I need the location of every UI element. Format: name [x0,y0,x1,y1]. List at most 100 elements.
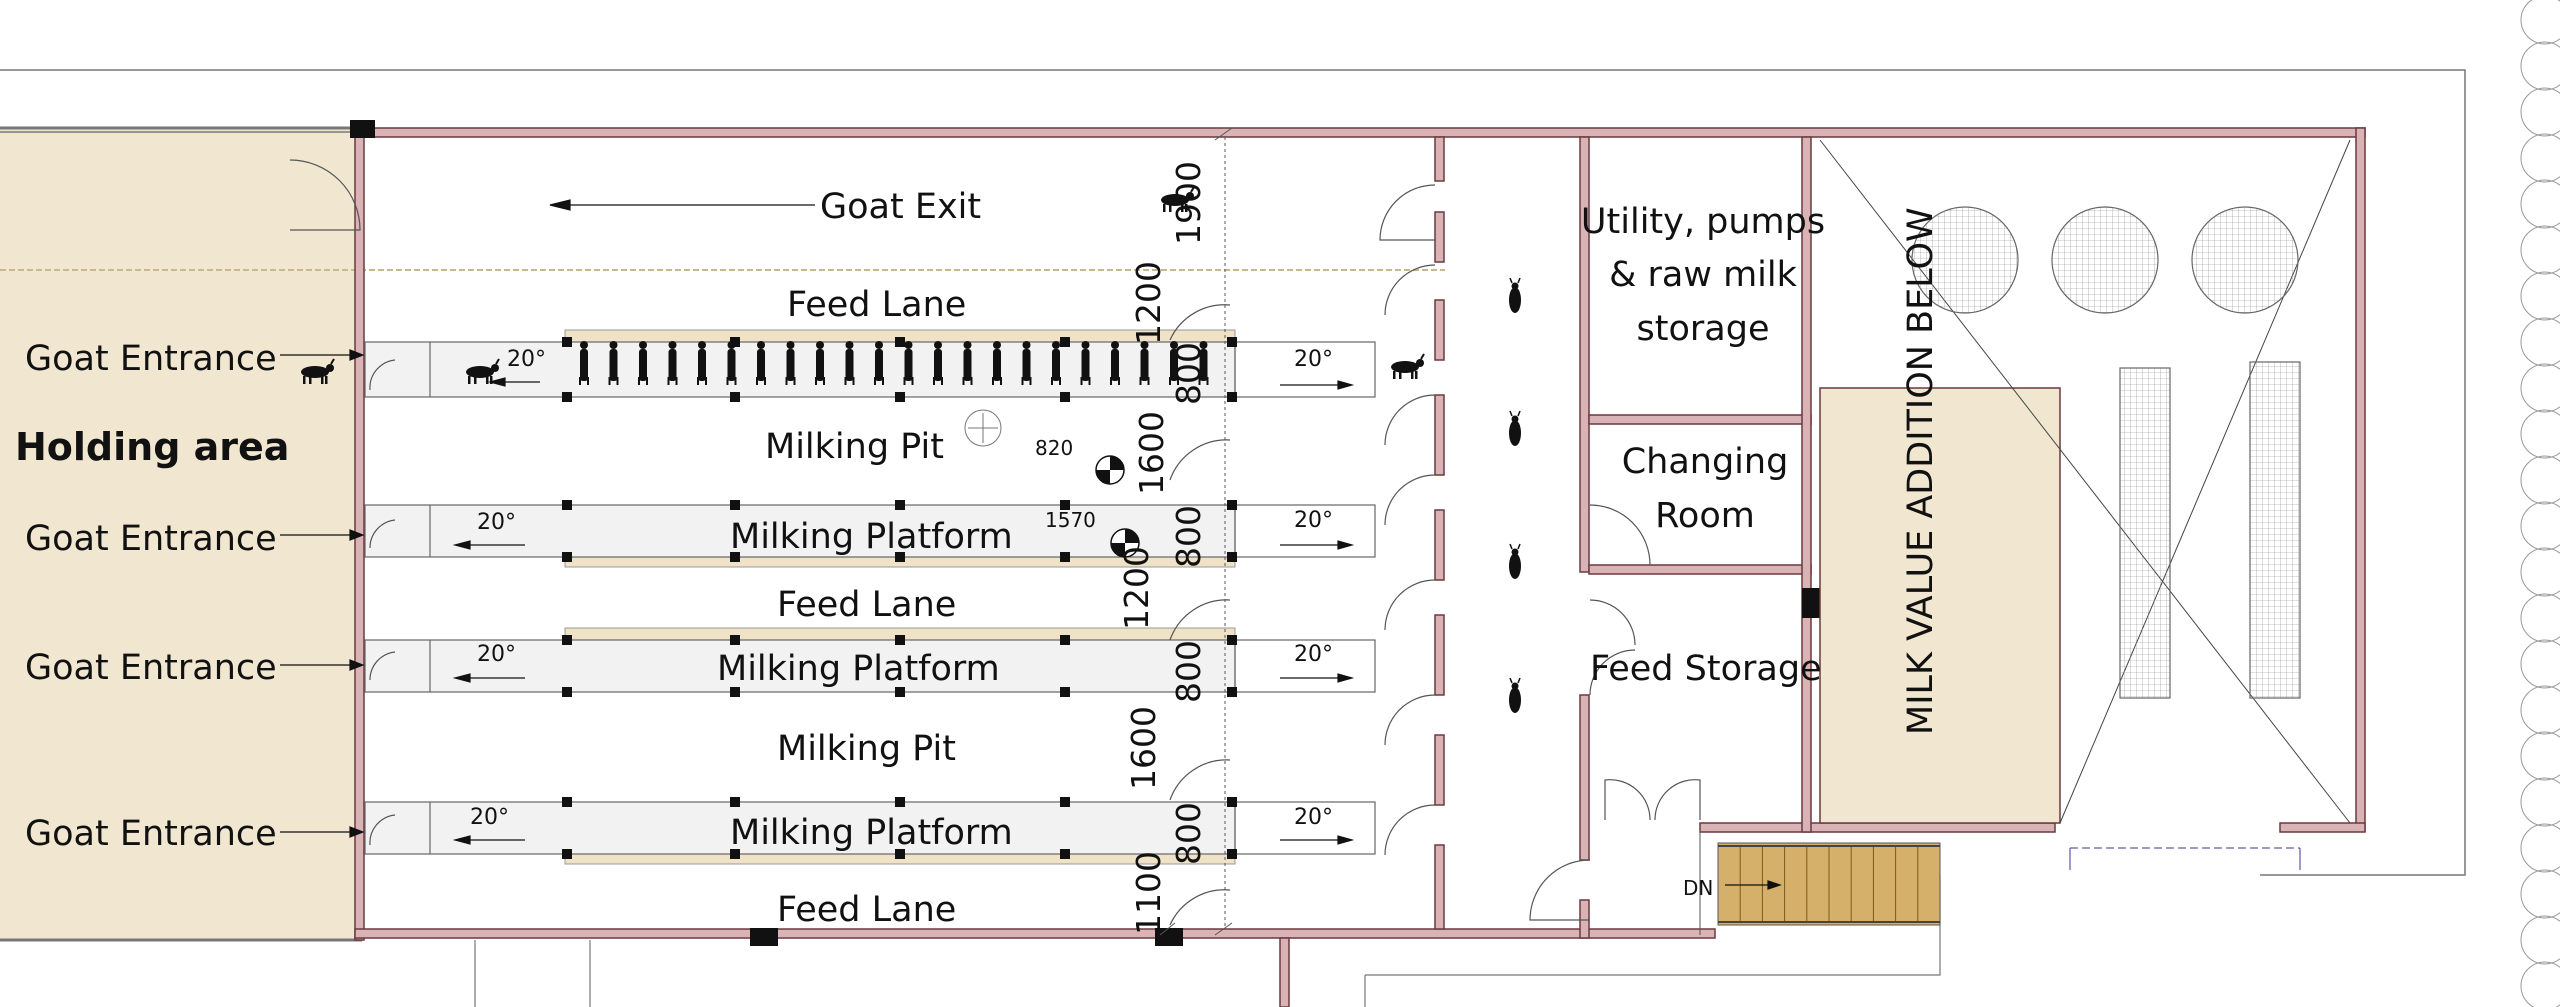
stall-post [1060,337,1070,347]
stall-post [562,552,572,562]
stall-post [562,687,572,697]
milking-pit-label-1: Milking Pit [765,427,944,467]
stall-post [562,337,572,347]
stall-post [895,797,905,807]
dimension-1570: 1570 [1045,508,1096,532]
dimension-1200-mid: 1200 [1117,546,1156,630]
dimension-800-4: 800 [1169,802,1208,865]
tree-icon [2520,961,2560,1007]
stall-post [895,552,905,562]
goat-entrance-label-4: Goat Entrance [25,814,277,854]
angle-label: 20° [1294,508,1333,533]
stall-post [730,500,740,510]
stall-post [1060,500,1070,510]
dimension-1900: 1900 [1169,161,1208,245]
stall-post [730,687,740,697]
stall-post [730,849,740,859]
stall-post [562,392,572,402]
tree-icon [2520,593,2560,643]
stall-post [1060,552,1070,562]
milking-platform-label-3: Milking Platform [730,813,1013,853]
stall-post [895,635,905,645]
stall-post [895,500,905,510]
tree-icon [2520,363,2560,413]
arrow-icon [280,199,1782,890]
stall-post [1227,552,1237,562]
stall-post [730,337,740,347]
goat-entrance-label-2: Goat Entrance [25,519,277,559]
utility-label-line2: & raw milk [1609,255,1798,295]
tree-icon [2520,225,2560,275]
stair [1717,842,1941,926]
angle-label: 20° [470,805,509,830]
tree-icon [2520,133,2560,183]
stall-posts [562,337,1237,859]
tree-icon [2520,41,2560,91]
stall-post [562,849,572,859]
stair-dn-label: DN [1683,876,1713,900]
tree-icon [2520,639,2560,689]
utility-label-line1: Utility, pumps [1581,202,1825,242]
tree-icon [2520,409,2560,459]
dimension-1600-bottom: 1600 [1124,706,1163,790]
dimension-1600-top: 1600 [1132,411,1171,495]
tree-icon [2520,777,2560,827]
stall-post [562,797,572,807]
section-marker-icon [964,409,1140,558]
feed-lane-label-2: Feed Lane [777,585,956,625]
tree-icon [2520,823,2560,873]
changing-room-label-line2: Room [1655,496,1755,536]
stall-post [562,635,572,645]
goat-entrance-label-1: Goat Entrance [25,339,277,379]
column-icon [350,120,1822,946]
door-swing-icon [289,159,1701,926]
dimension-800-1: 800 [1169,342,1208,405]
labels: Holding area Goat Entrance Goat Entrance… [15,161,1941,935]
milking-pit-label-2: Milking Pit [777,729,956,769]
stall-post [1227,687,1237,697]
platform-extensions [429,341,1376,855]
dimension-1200-top: 1200 [1129,261,1168,345]
dimension-800-2: 800 [1169,505,1208,568]
angle-label: 20° [1294,347,1333,372]
dimension-1100: 1100 [1129,851,1168,935]
tree-icon [2520,87,2560,137]
platforms [364,341,1236,855]
angle-label: 20° [477,510,516,535]
stall-post [895,337,905,347]
tree-icon [2520,179,2560,229]
stall-post [1060,392,1070,402]
milk-value-addition-label: MILK VALUE ADDITION BELOW [1901,207,1941,735]
tree-icon [2520,501,2560,551]
holding-area-label: Holding area [15,425,289,469]
goat-exit-label: Goat Exit [820,187,981,227]
goat-entrance-label-3: Goat Entrance [25,648,277,688]
feed-storage-label: Feed Storage [1590,649,1822,689]
milking-platform-label-2: Milking Platform [717,649,1000,689]
angle-label: 20° [477,642,516,667]
tree-strip [2520,0,2560,1007]
stall-post [730,552,740,562]
angle-label: 20° [507,347,546,372]
stall-post [562,500,572,510]
tree-icon [2520,731,2560,781]
stall-post [1060,687,1070,697]
stall-post [730,797,740,807]
stall-post [1227,635,1237,645]
angle-label: 20° [1294,642,1333,667]
changing-room-label-line1: Changing [1622,442,1789,482]
stall-post [1227,337,1237,347]
tree-icon [2520,317,2560,367]
holding-area [0,126,1445,942]
milk-value-addition-area [1819,139,2351,824]
stall-post [730,392,740,402]
tree-icon [2520,547,2560,597]
stall-post [895,849,905,859]
stall-post [1060,797,1070,807]
site-boundary [0,69,2466,1007]
utility-label-line3: storage [1637,309,1770,349]
stall-post [1060,635,1070,645]
feed-lane-label-3: Feed Lane [777,890,956,930]
section-lines [1159,127,2301,936]
